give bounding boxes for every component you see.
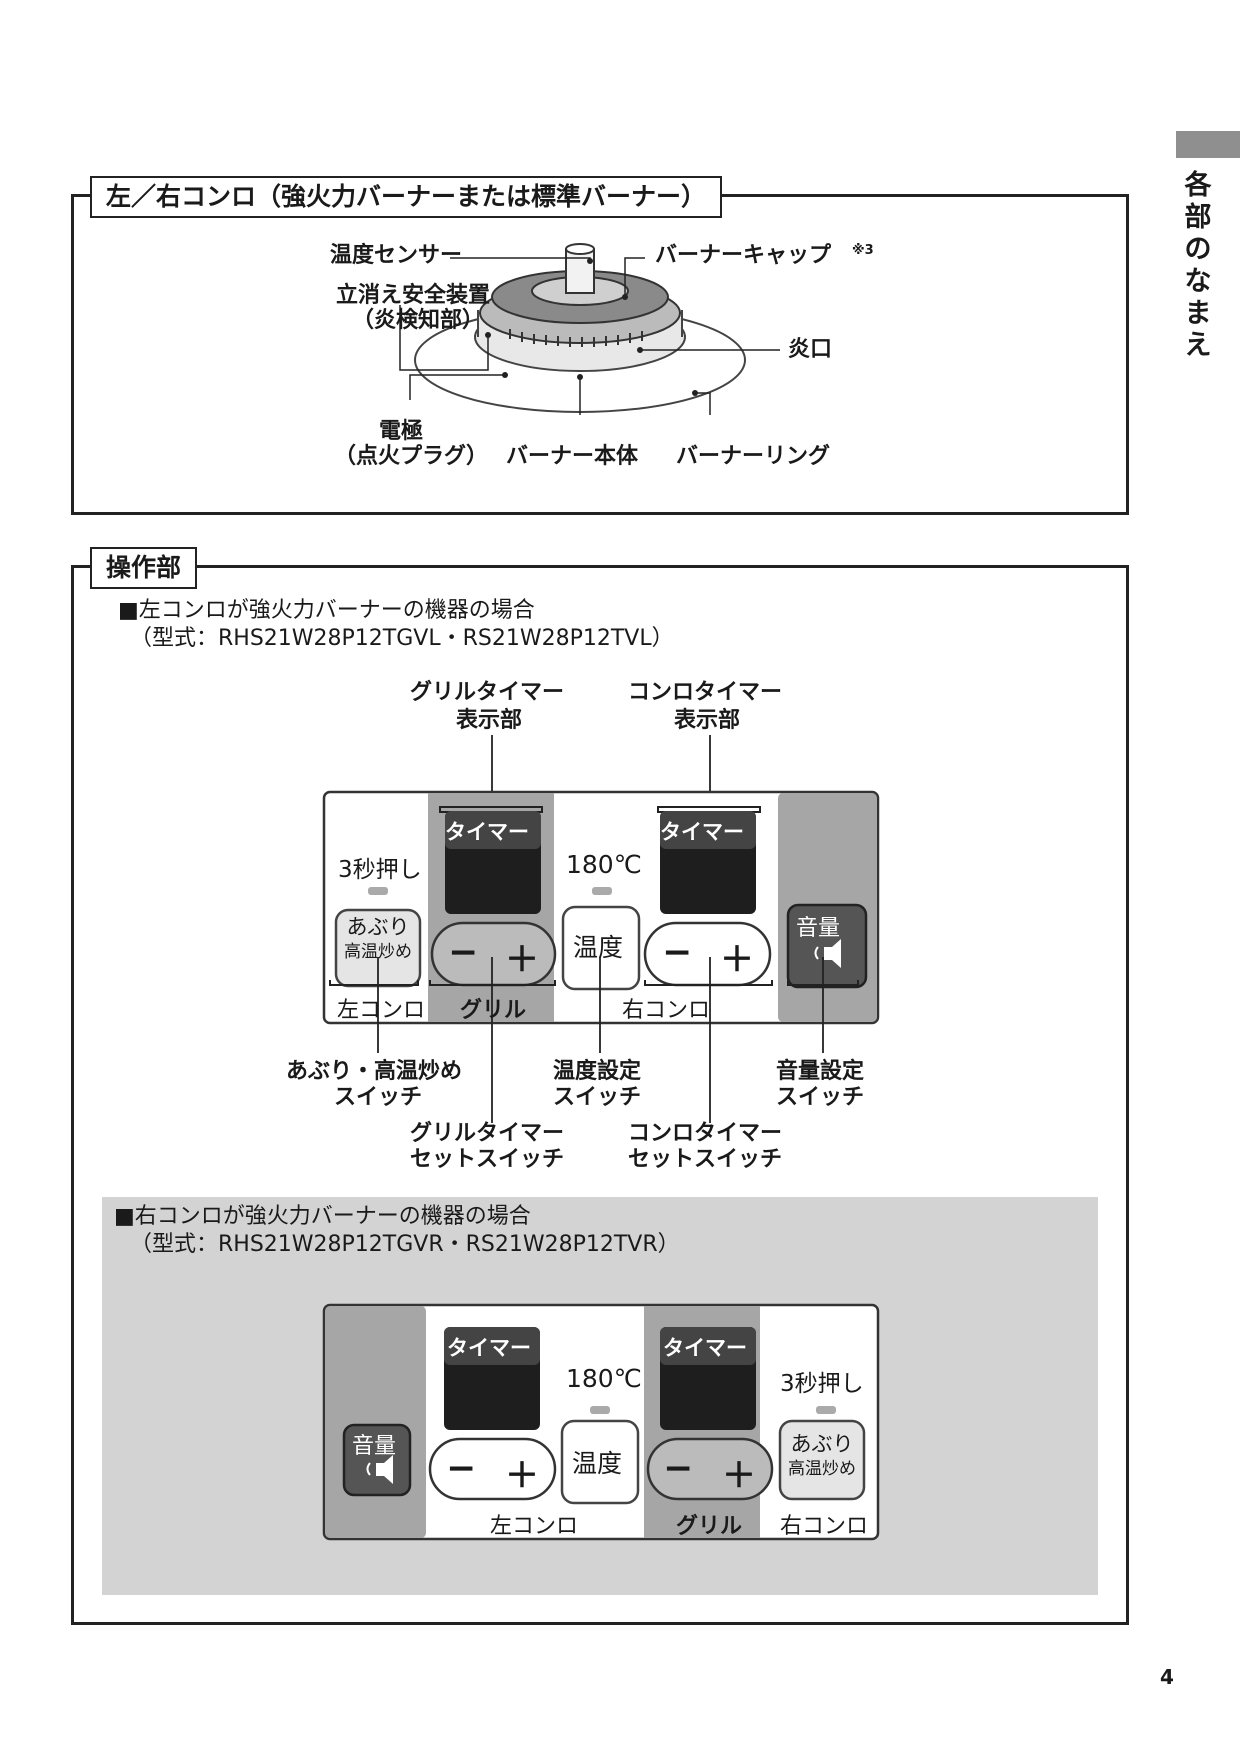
burner-section-title: 左／右コンロ（強火力バーナーまたは標準バーナー） [90,176,723,218]
p2-press3: 3秒押し [780,1371,864,1397]
p1-grill-label: グリル [460,998,527,1023]
p2-aburi-button[interactable]: あぶり 高温炒め [780,1432,864,1482]
control-section-title: 操作部 [90,547,198,589]
p1-timer-grill: タイマー [445,820,529,844]
callout-konro-timer-set-1: コンロタイマー [628,1121,783,1146]
p2-timer-konro: タイマー [447,1336,531,1360]
callout-aburi-switch-2: スイッチ [334,1085,423,1110]
p2-grill-minus[interactable]: − [663,1448,694,1489]
label-safety-sub: （炎検知部） [352,308,485,333]
p1-temp-value: 180℃ [566,850,642,879]
p1-koon-label: 高温炒め [344,942,412,962]
right-model-code: （型式：RHS21W28P12TGVR・RS21W28P12TVR） [130,1232,680,1257]
p1-konro-minus[interactable]: − [662,932,693,973]
p1-left-konro-label: 左コンロ [337,998,426,1023]
callout-volume-switch-2: スイッチ [776,1085,865,1110]
callout-grill-timer-set-1: グリルタイマー [410,1121,565,1146]
callout-konro-timer-display-1: コンロタイマー [628,680,783,705]
p2-temp-value: 180℃ [566,1364,642,1393]
p2-grill-label: グリル [676,1514,743,1539]
callout-grill-timer-display-1: グリルタイマー [410,680,565,705]
left-model-heading: ■左コンロが強火力バーナーの機器の場合 [118,598,535,623]
p2-right-konro-label: 右コンロ [780,1514,869,1539]
label-electrode: 電極 [379,419,424,444]
callout-temp-switch-2: スイッチ [553,1085,642,1110]
p2-volume-button[interactable]: 音量 [352,1434,397,1459]
control-section [71,565,1129,1625]
label-burner-ring: バーナーリング [676,444,831,469]
burner-illustration [399,243,780,415]
p2-left-konro-label: 左コンロ [490,1514,579,1539]
label-electrode-sub: （点火プラグ） [334,444,489,469]
p2-koon-label: 高温炒め [788,1459,856,1479]
p1-temp-button[interactable]: 温度 [573,933,624,962]
p2-grill-plus[interactable]: ＋ [722,1456,756,1496]
callout-konro-timer-set-2: セットスイッチ [628,1147,783,1172]
callout-konro-timer-display-2: 表示部 [674,708,741,733]
p1-aburi-button[interactable]: あぶり 高温炒め [336,915,420,965]
p1-press3: 3秒押し [338,857,422,883]
callout-grill-timer-display-2: 表示部 [456,708,523,733]
label-burner-body: バーナー本体 [506,444,639,469]
p2-konro-minus[interactable]: − [446,1448,477,1489]
p1-volume-button[interactable]: 音量 [796,916,841,941]
label-temp-sensor: 温度センサー [330,243,463,268]
page-number: 4 [1160,1665,1174,1689]
p2-aburi-label: あぶり [790,1432,854,1456]
p2-temp-button[interactable]: 温度 [572,1449,623,1478]
label-flame-port: 炎口 [788,337,833,362]
p1-timer-konro: タイマー [660,820,744,844]
p1-grill-minus[interactable]: − [448,932,479,973]
side-title: 各部のなまえ [1184,170,1212,361]
p1-right-konro-label: 右コンロ [622,998,711,1023]
right-model-heading: ■右コンロが強火力バーナーの機器の場合 [114,1204,531,1229]
p2-timer-grill: タイマー [663,1336,747,1360]
p2-konro-plus[interactable]: ＋ [505,1456,539,1496]
label-safety-device: 立消え安全装置 [336,283,491,308]
control-panel-left-type [322,735,880,1123]
label-burner-cap: バーナーキャップ [655,243,832,268]
left-model-code: （型式：RHS21W28P12TGVL・RS21W28P12TVL） [130,626,674,651]
p1-grill-plus[interactable]: ＋ [505,940,539,980]
label-cap-note: ※3 [852,243,874,258]
callout-temp-switch-1: 温度設定 [553,1059,642,1084]
p1-aburi-label: あぶり [346,915,410,939]
callout-grill-timer-set-2: セットスイッチ [410,1147,565,1172]
side-tab-marker [1176,131,1240,158]
callout-volume-switch-1: 音量設定 [776,1059,865,1084]
control-panel-right-type [322,1303,880,1541]
p1-konro-plus[interactable]: ＋ [720,940,754,980]
callout-aburi-switch-1: あぶり・高温炒め [286,1059,463,1084]
